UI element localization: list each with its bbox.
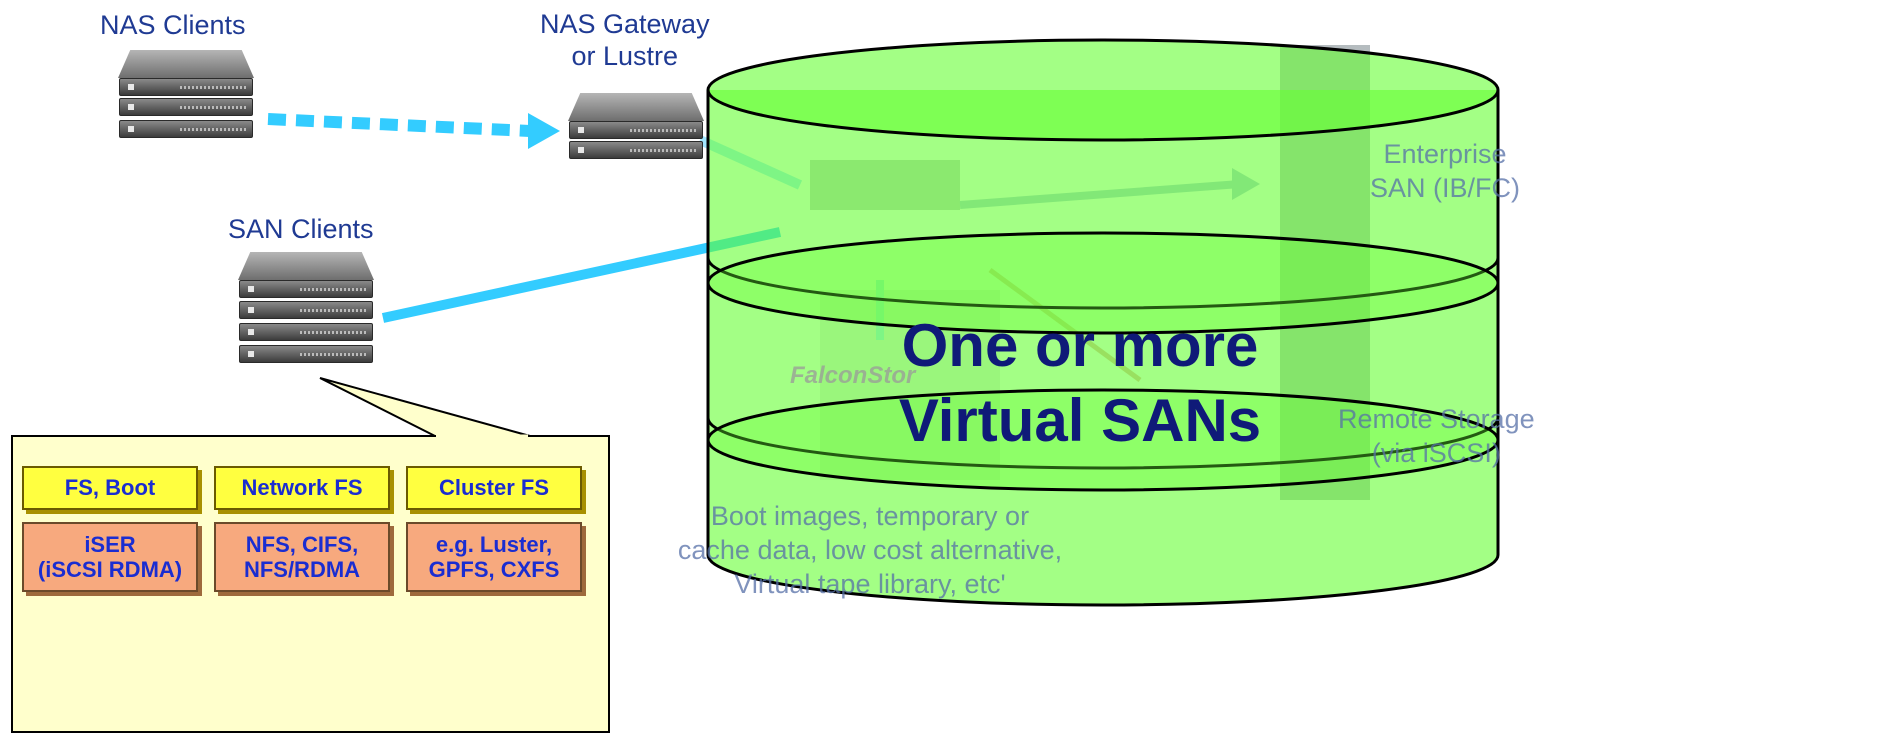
nas-gateway-label: NAS Gateway or Lustre xyxy=(540,8,710,73)
boot-images-line-1: Boot images, temporary or xyxy=(710,501,1030,531)
remote-storage-label: Remote Storage (via iSCSI) xyxy=(1338,403,1535,471)
nas-clients-servers xyxy=(118,50,254,145)
server-rack-icon xyxy=(568,93,704,121)
boot-images-line-2: cache data, low cost alternative, xyxy=(677,534,1063,565)
callout-nfs-line-1: NFS, CIFS, xyxy=(245,531,359,557)
nas-gateway-servers xyxy=(568,93,704,165)
san-clients-label: SAN Clients xyxy=(228,214,374,244)
callout-nfs: NFS, CIFS, NFS/RDMA xyxy=(214,522,390,592)
callout-iser-line-2: (iSCSI RDMA) xyxy=(37,557,183,582)
main-title: One or more Virtual SANs xyxy=(870,308,1290,458)
callout-network-fs: Network FS xyxy=(214,466,390,510)
boot-images-line-3: Virtual tape library, etc' xyxy=(734,568,1006,599)
enterprise-label: Enterprise SAN (IB/FC) xyxy=(1370,138,1520,206)
boot-images-label: Boot images, temporary or cache data, lo… xyxy=(650,500,1090,601)
callout-iser: iSER (iSCSI RDMA) xyxy=(22,522,198,592)
callout-pointer xyxy=(319,377,531,437)
callout-cluster-fs: Cluster FS xyxy=(406,466,582,510)
remote-storage-line-1: Remote Storage xyxy=(1338,404,1535,434)
enterprise-line-1: Enterprise xyxy=(1383,139,1507,169)
server-rack-icon xyxy=(118,50,254,78)
remote-storage-line-2: (via iSCSI) xyxy=(1371,437,1501,468)
callout-cluster-line-2: GPFS, CXFS xyxy=(428,557,560,582)
falconstor-logo: FalconStor xyxy=(790,362,916,389)
enterprise-line-2: SAN (IB/FC) xyxy=(1370,172,1521,203)
virtual-san-cylinder xyxy=(706,38,1500,607)
callout-cluster-examples: e.g. Luster, GPFS, CXFS xyxy=(406,522,582,592)
main-title-line-2: Virtual SANs xyxy=(898,387,1262,454)
main-title-line-1: One or more xyxy=(901,312,1259,379)
callout-cluster-line-1: e.g. Luster, xyxy=(435,531,553,557)
nas-gateway-line-1: NAS Gateway xyxy=(540,9,710,39)
callout-fs-boot: FS, Boot xyxy=(22,466,198,510)
nas-arrow-head xyxy=(528,113,560,149)
callout-iser-line-1: iSER xyxy=(84,531,136,557)
nas-gateway-line-2: or Lustre xyxy=(571,41,679,72)
callout-nfs-line-2: NFS/RDMA xyxy=(243,557,361,582)
nas-dashed-arrow xyxy=(267,113,531,137)
nas-clients-label: NAS Clients xyxy=(100,10,246,40)
server-rack-icon xyxy=(238,252,374,280)
san-clients-servers xyxy=(238,252,374,370)
